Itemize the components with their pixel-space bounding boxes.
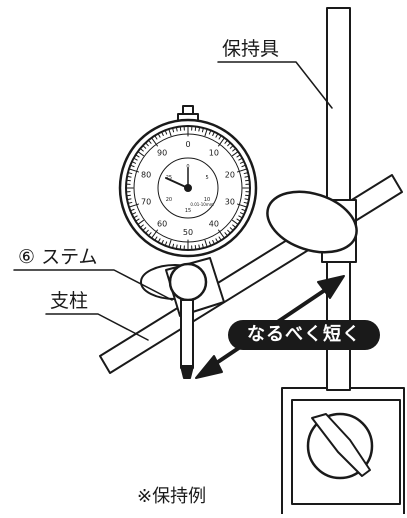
dial-inner-numeral: 15: [185, 208, 191, 214]
dial-outer-numeral: 30: [225, 198, 235, 207]
dial-tick: [126, 195, 130, 196]
dial-inner-numeral: 5: [205, 175, 208, 181]
dial-outer-numeral: 50: [183, 228, 193, 237]
dial-tick: [180, 126, 181, 130]
dial-outer-numeral: 20: [225, 170, 235, 179]
dial-outer-numeral: 90: [157, 148, 167, 157]
holder-leader: [218, 62, 332, 108]
dial-tick: [195, 126, 196, 130]
dial-tick: [246, 195, 250, 196]
dial-outer-numeral: 40: [209, 220, 219, 229]
column-label: 支柱: [50, 292, 88, 311]
holder-label: 保持具: [222, 40, 279, 59]
stem-label: ⑥ ステム: [18, 248, 98, 267]
magnetic-base: [282, 388, 404, 514]
dial-inner-numeral: 20: [166, 197, 172, 203]
dial-outer-numeral: 80: [141, 170, 151, 179]
keep-short-callout: なるべく短く: [228, 320, 380, 350]
dial-tick: [246, 180, 250, 181]
dial-outer-numeral: 60: [157, 220, 167, 229]
dial-tick: [195, 246, 196, 250]
dial-range-text: 0.01-10mm: [190, 202, 213, 207]
dial-outer-numeral: 0: [185, 140, 190, 149]
dial-tick: [126, 180, 130, 181]
dial-tick: [180, 246, 181, 250]
dial-outer-numeral: 70: [141, 198, 151, 207]
holding-example-caption: ※保持例: [137, 488, 206, 506]
dial-outer-numeral: 10: [209, 148, 219, 157]
